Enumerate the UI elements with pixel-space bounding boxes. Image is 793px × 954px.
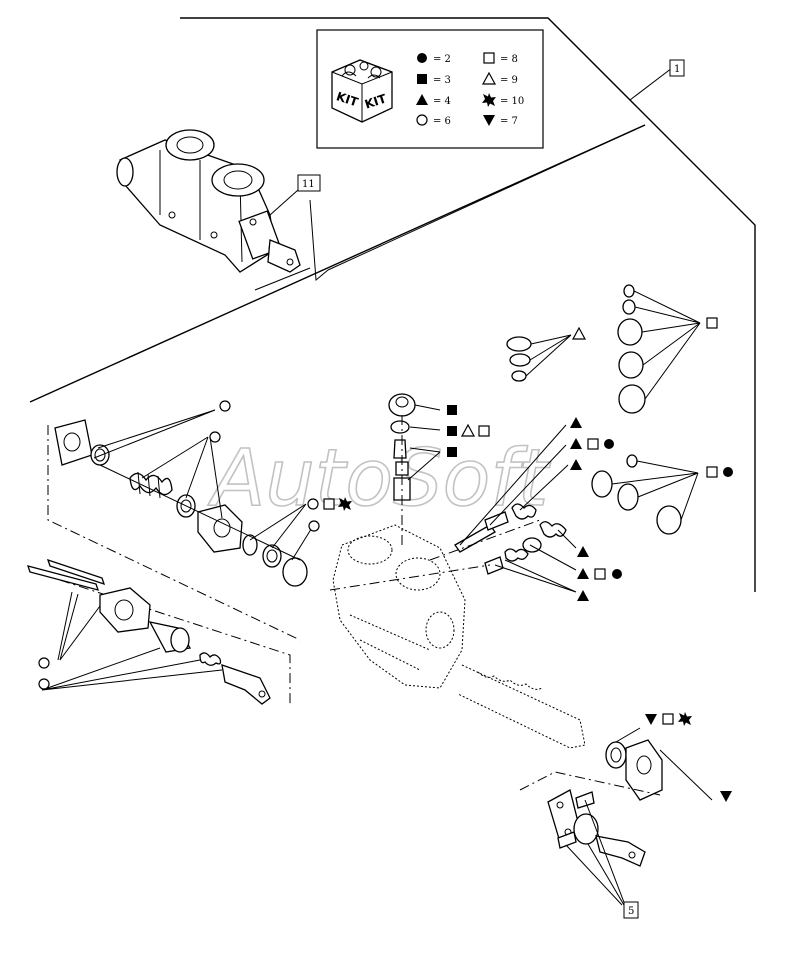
square-outline-icon [706, 466, 718, 478]
lower-right-endcap [519, 712, 732, 906]
triangle-filled-icon [570, 459, 582, 470]
kit-legend-box: KIT KIT = 2 = 8 = 3 = 9 = 4 = 10 = 6 = 7 [316, 29, 544, 149]
star-filled-icon [678, 712, 692, 726]
square-filled-icon [447, 447, 457, 457]
circle-outline-icon [38, 678, 50, 690]
kit-label-left: KIT [335, 89, 361, 109]
circle-outline-icon [209, 431, 221, 443]
legend-triangle-outline-text: = 9 [500, 75, 518, 86]
legend-triangle-filled-text: = 4 [433, 96, 451, 107]
spring-left [129, 471, 173, 499]
callout-valve-number: 11 [302, 179, 315, 190]
circle-outline-icon [38, 657, 50, 669]
square-outline-icon [323, 498, 335, 510]
triangle-outline-icon [461, 424, 475, 437]
callout-valve[interactable]: 11 [269, 174, 321, 216]
triangle-filled-icon [577, 546, 589, 557]
callout-assembly[interactable]: 1 [669, 59, 685, 77]
circle-outline-icon [219, 400, 231, 412]
square-outline-icon [587, 438, 599, 450]
left-cover-assembly [47, 400, 352, 641]
legend-circle-filled-text: = 2 [433, 54, 451, 65]
assembly-frame-lines [29, 17, 756, 592]
circle-outline-icon [308, 520, 320, 532]
circle-filled-icon [604, 439, 614, 449]
circle-filled-icon [723, 467, 733, 477]
legend-square-filled-text: = 3 [433, 75, 451, 86]
circle-filled-icon [417, 53, 427, 63]
legend-star-filled-text: = 10 [500, 96, 524, 107]
watermark-text: AutoSoft [207, 434, 551, 524]
central-stack [388, 393, 490, 545]
square-outline-icon [483, 52, 495, 64]
triangle-filled-icon [577, 590, 589, 601]
callout-assembly-number: 1 [674, 64, 680, 75]
lower-left-cylinder-assembly [27, 558, 291, 705]
valve-assembly-drawing [116, 129, 301, 273]
right-pins-springs [329, 417, 622, 601]
triangle-filled-icon [570, 417, 582, 428]
square-outline-icon [594, 568, 606, 580]
oring-group-large [617, 284, 718, 414]
square-filled-icon [447, 405, 457, 415]
circle-outline-icon [416, 114, 428, 126]
callout-bracket-number: 5 [628, 906, 634, 917]
legend-triangle-down-text: = 7 [500, 116, 518, 127]
square-outline-icon [706, 317, 718, 329]
legend-square-outline-text: = 8 [500, 54, 518, 65]
triangle-down-filled-icon [645, 714, 657, 725]
square-filled-icon [447, 426, 457, 436]
circle-outline-icon [307, 498, 319, 510]
kit-box-icon: KIT KIT [331, 59, 393, 123]
triangle-filled-icon [570, 438, 582, 449]
triangle-down-filled-icon [720, 791, 732, 802]
central-valve-body [332, 524, 586, 749]
triangle-filled-icon [577, 568, 589, 579]
square-outline-icon [478, 425, 490, 437]
oring-group-right [591, 454, 733, 535]
circle-filled-icon [612, 569, 622, 579]
square-filled-icon [417, 74, 427, 84]
square-outline-icon [662, 713, 674, 725]
callout-bracket[interactable]: 5 [623, 901, 639, 919]
seal-ring-group-small [506, 327, 586, 382]
kit-label-right: KIT [363, 91, 389, 111]
triangle-outline-icon [572, 327, 586, 340]
legend-circle-outline-text: = 6 [433, 116, 451, 127]
